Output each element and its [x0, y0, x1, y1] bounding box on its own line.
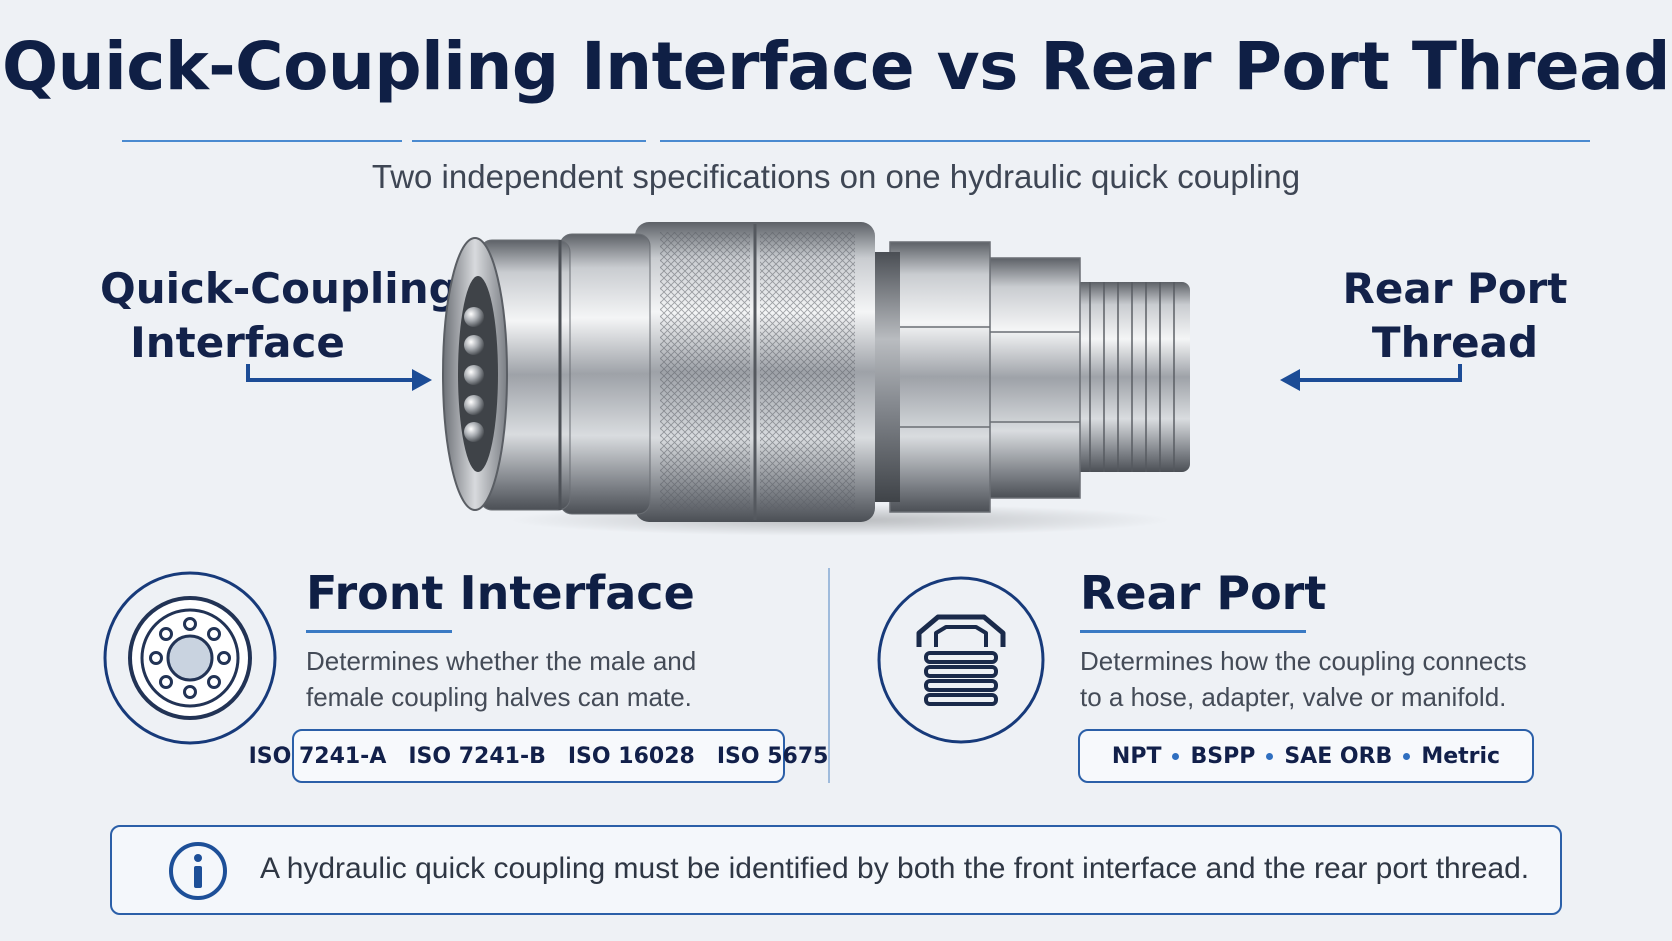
rear-spec-list: NPT BSPP SAE ORB Metric [1078, 729, 1534, 783]
callout-front-label: Quick-Coupling Interface [100, 262, 459, 370]
spec-npt: NPT [1111, 743, 1162, 769]
callout-front-line1: Quick-Coupling [100, 264, 459, 313]
rear-card-description: Determines how the coupling connects to … [1080, 643, 1527, 715]
title-rule-middle [412, 140, 646, 142]
callout-front-line2: Interface [130, 318, 345, 367]
hydraulic-coupling-illustration [442, 222, 1190, 536]
note-text: A hydraulic quick coupling must be ident… [260, 852, 1530, 885]
card-divider [828, 568, 830, 783]
front-desc-line2: female coupling halves can mate. [306, 682, 692, 712]
info-icon [169, 842, 227, 900]
separator-dot [1403, 752, 1411, 760]
front-desc-line1: Determines whether the male and [306, 646, 697, 676]
callout-rear-arrow [1280, 364, 1462, 391]
rear-desc-line1: Determines how the coupling connects [1080, 646, 1527, 676]
title-rule-right [660, 140, 1590, 142]
thread-port-icon [877, 576, 1045, 744]
coupling-face-icon [103, 571, 277, 745]
separator-dot [1266, 752, 1274, 760]
spec-sae-orb: SAE ORB [1284, 743, 1393, 769]
rear-card-underline [1080, 630, 1306, 633]
title-rule-left [122, 140, 402, 142]
spec-iso-5675: ISO 5675 [716, 743, 829, 769]
callout-rear-label: Rear Port Thread [1340, 262, 1570, 370]
spec-iso-7241-a: ISO 7241-A [248, 743, 387, 769]
front-card-description: Determines whether the male and female c… [306, 643, 696, 715]
callout-rear-line1: Rear Port [1342, 264, 1568, 313]
note-box [110, 825, 1562, 915]
front-card-underline [306, 630, 452, 633]
front-card-title: Front Interface [306, 566, 695, 620]
callout-front-arrow [246, 364, 432, 391]
rear-card-title: Rear Port [1080, 566, 1327, 620]
separator-dot [1172, 752, 1180, 760]
rear-desc-line2: to a hose, adapter, valve or manifold. [1080, 682, 1507, 712]
spec-iso-7241-b: ISO 7241-B [408, 743, 546, 769]
front-spec-list: ISO 7241-A ISO 7241-B ISO 16028 ISO 5675 [249, 729, 828, 783]
callout-rear-line2: Thread [1371, 318, 1539, 367]
subtitle: Two independent specifications on one hy… [371, 158, 1301, 195]
spec-iso-16028: ISO 16028 [567, 743, 695, 769]
spec-bspp: BSPP [1190, 743, 1256, 769]
spec-metric: Metric [1421, 743, 1501, 769]
page-title: Quick-Coupling Interface vs Rear Port Th… [2, 28, 1670, 105]
